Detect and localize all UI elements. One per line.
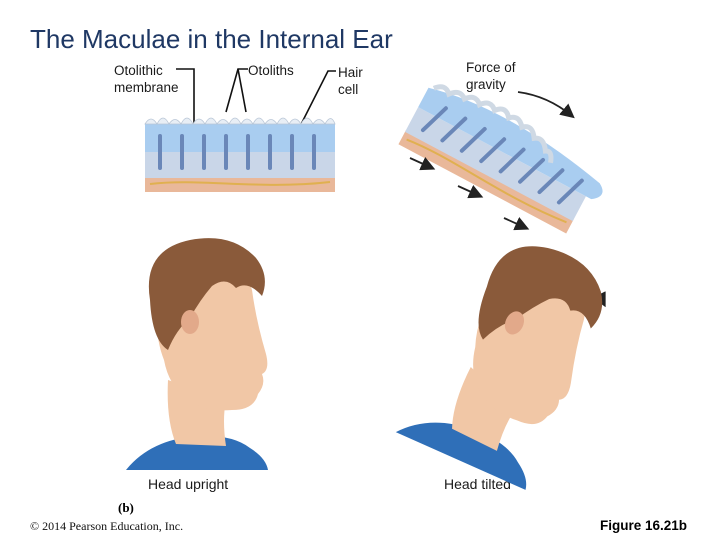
leader-otoliths-b <box>238 69 246 112</box>
head-upright-illustration <box>126 238 268 470</box>
head-tilted-illustration <box>396 220 620 490</box>
gravity-arrow <box>518 92 572 116</box>
macula-tilted <box>398 74 615 240</box>
macula-upright <box>145 118 335 192</box>
otoliths-upright <box>145 118 335 124</box>
slide-arrow-2 <box>458 186 480 196</box>
slide-arrow-3 <box>504 218 526 228</box>
otolithic-membrane-upright <box>145 124 335 152</box>
supporting-cells-upright <box>145 150 335 178</box>
ear-upright <box>181 310 199 334</box>
